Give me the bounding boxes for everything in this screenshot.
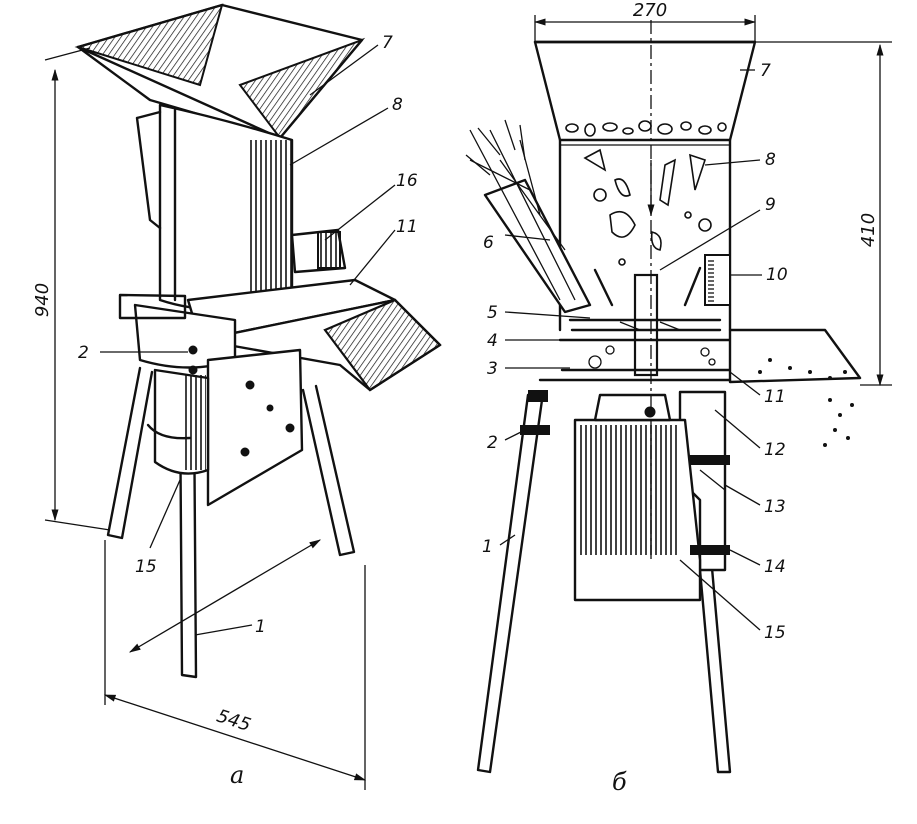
bolts-b	[520, 390, 730, 555]
cylinder-a	[135, 103, 294, 311]
caption-a: а	[230, 761, 244, 789]
dim-545: 545	[214, 705, 253, 736]
caption-b: б	[612, 768, 627, 796]
dim-940: 940	[32, 283, 53, 317]
label-b-12: 12	[764, 440, 786, 460]
dimensions-b	[533, 15, 892, 560]
dim-270: 270	[633, 0, 667, 21]
label-a-1: 1	[255, 617, 266, 637]
label-a-2: 2	[78, 343, 89, 363]
side-window-b	[704, 254, 731, 306]
label-b-2: 2	[487, 433, 498, 453]
label-b-14: 14	[764, 557, 786, 577]
label-b-4: 4	[487, 331, 498, 351]
label-b-13: 13	[764, 497, 786, 517]
leaders-b	[499, 69, 762, 631]
view-a-isometric: 940 545 7 8 16 11 2 15 1 а	[32, 3, 442, 790]
leaders-a	[100, 44, 396, 636]
label-a-8: 8	[392, 95, 403, 115]
label-b-10: 10	[766, 265, 788, 285]
side-box-a	[290, 228, 347, 274]
label-a-15: 15	[135, 557, 157, 577]
label-a-16: 16	[396, 171, 418, 191]
legs-a	[106, 366, 356, 679]
dimensions-a	[44, 47, 367, 790]
label-b-9: 9	[765, 195, 776, 215]
label-a-7: 7	[382, 33, 393, 53]
outlet-b	[728, 328, 862, 447]
hopper-a	[74, 3, 366, 140]
label-b-8: 8	[765, 150, 776, 170]
view-b-section: 270 410 7 8 9 10 6 5 4 3 2 1 11 12 13 14…	[465, 0, 892, 796]
label-b-3: 3	[487, 359, 498, 379]
label-a-11: 11	[396, 217, 418, 237]
motor-a	[146, 368, 210, 475]
hopper-b	[533, 40, 757, 142]
label-b-11: 11	[764, 387, 786, 407]
legs-b	[476, 393, 732, 774]
dim-410: 410	[858, 213, 879, 247]
label-b-1: 1	[482, 537, 493, 557]
feed-chute-b	[465, 119, 592, 314]
motor-b	[573, 393, 702, 602]
label-b-15: 15	[764, 623, 786, 643]
label-b-7: 7	[760, 61, 771, 81]
outlet-chute-a	[186, 278, 442, 392]
label-b-6: 6	[483, 233, 494, 253]
label-b-5: 5	[487, 303, 498, 323]
